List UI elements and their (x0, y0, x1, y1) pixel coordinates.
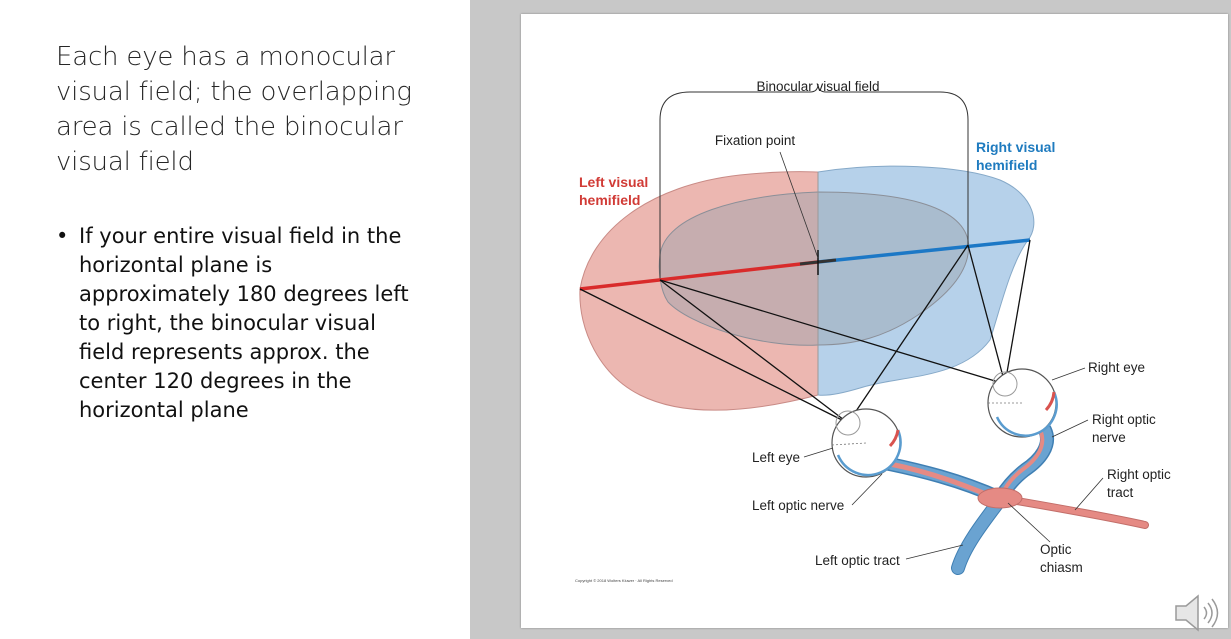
right-eye-leader (1051, 367, 1086, 381)
right-hemifield-label-line2: hemifield (976, 157, 1037, 173)
right-optic-tract-label-line1: Right optic (1107, 467, 1171, 482)
right-eye-label: Right eye (1088, 360, 1145, 375)
left-hemifield-label-line1: Left visual (579, 174, 648, 190)
left-optic-tract-label: Left optic tract (815, 553, 900, 568)
left-hemifield-label-line2: hemifield (579, 192, 640, 208)
left-eye-leader (803, 447, 834, 458)
right-optic-nerve-leader (1051, 419, 1089, 438)
right-meridian-line (817, 238, 1031, 264)
right-eye-shape (987, 368, 1058, 438)
left-optic-nerve-leader (851, 473, 883, 506)
bullet-marker: • (56, 224, 69, 248)
optic-chiasm-shape (977, 487, 1023, 509)
binocular-visual-field-label: Binocular visual field (756, 79, 879, 94)
left-meridian-line (579, 260, 819, 291)
optic-chiasm-label-line2: chiasm (1040, 560, 1083, 575)
left-eye-shape (831, 408, 902, 478)
left-optic-tract-leader (905, 544, 964, 560)
projection-lines (579, 239, 1031, 424)
left-eye-label: Left eye (752, 450, 800, 465)
visual-field-figure: Binocular visual field Fixation point Le… (521, 14, 1228, 628)
optic-chiasm-leader (1007, 502, 1051, 543)
speaker-icon[interactable] (1170, 590, 1228, 636)
copyright-text: Copyright © 2018 Wolters Kluwer · All Ri… (575, 578, 673, 583)
right-hemifield-label-line1: Right visual (976, 139, 1055, 155)
right-optic-nerve-label-line1: Right optic (1092, 412, 1156, 427)
right-optic-tract-label-line2: tract (1107, 485, 1134, 500)
slide-text-panel: Each eye has a monocular visual field; t… (0, 0, 470, 639)
visual-pathway-diagram: Binocular visual field Fixation point Le… (575, 79, 1171, 583)
optic-chiasm-label-line1: Optic (1040, 542, 1072, 557)
right-optic-tract-leader (1074, 477, 1104, 511)
left-optic-nerve-label: Left optic nerve (752, 498, 844, 513)
fixation-point-label: Fixation point (715, 133, 796, 148)
right-optic-nerve-label-line2: nerve (1092, 430, 1126, 445)
fixation-leader (779, 151, 819, 259)
binocular-overlap-area (658, 191, 970, 346)
bullet-text: If your entire visual field in the horiz… (79, 224, 409, 422)
slide-heading: Each eye has a monocular visual field; t… (56, 42, 412, 177)
optic-pathway (873, 423, 1149, 575)
binocular-bracket (659, 83, 969, 280)
